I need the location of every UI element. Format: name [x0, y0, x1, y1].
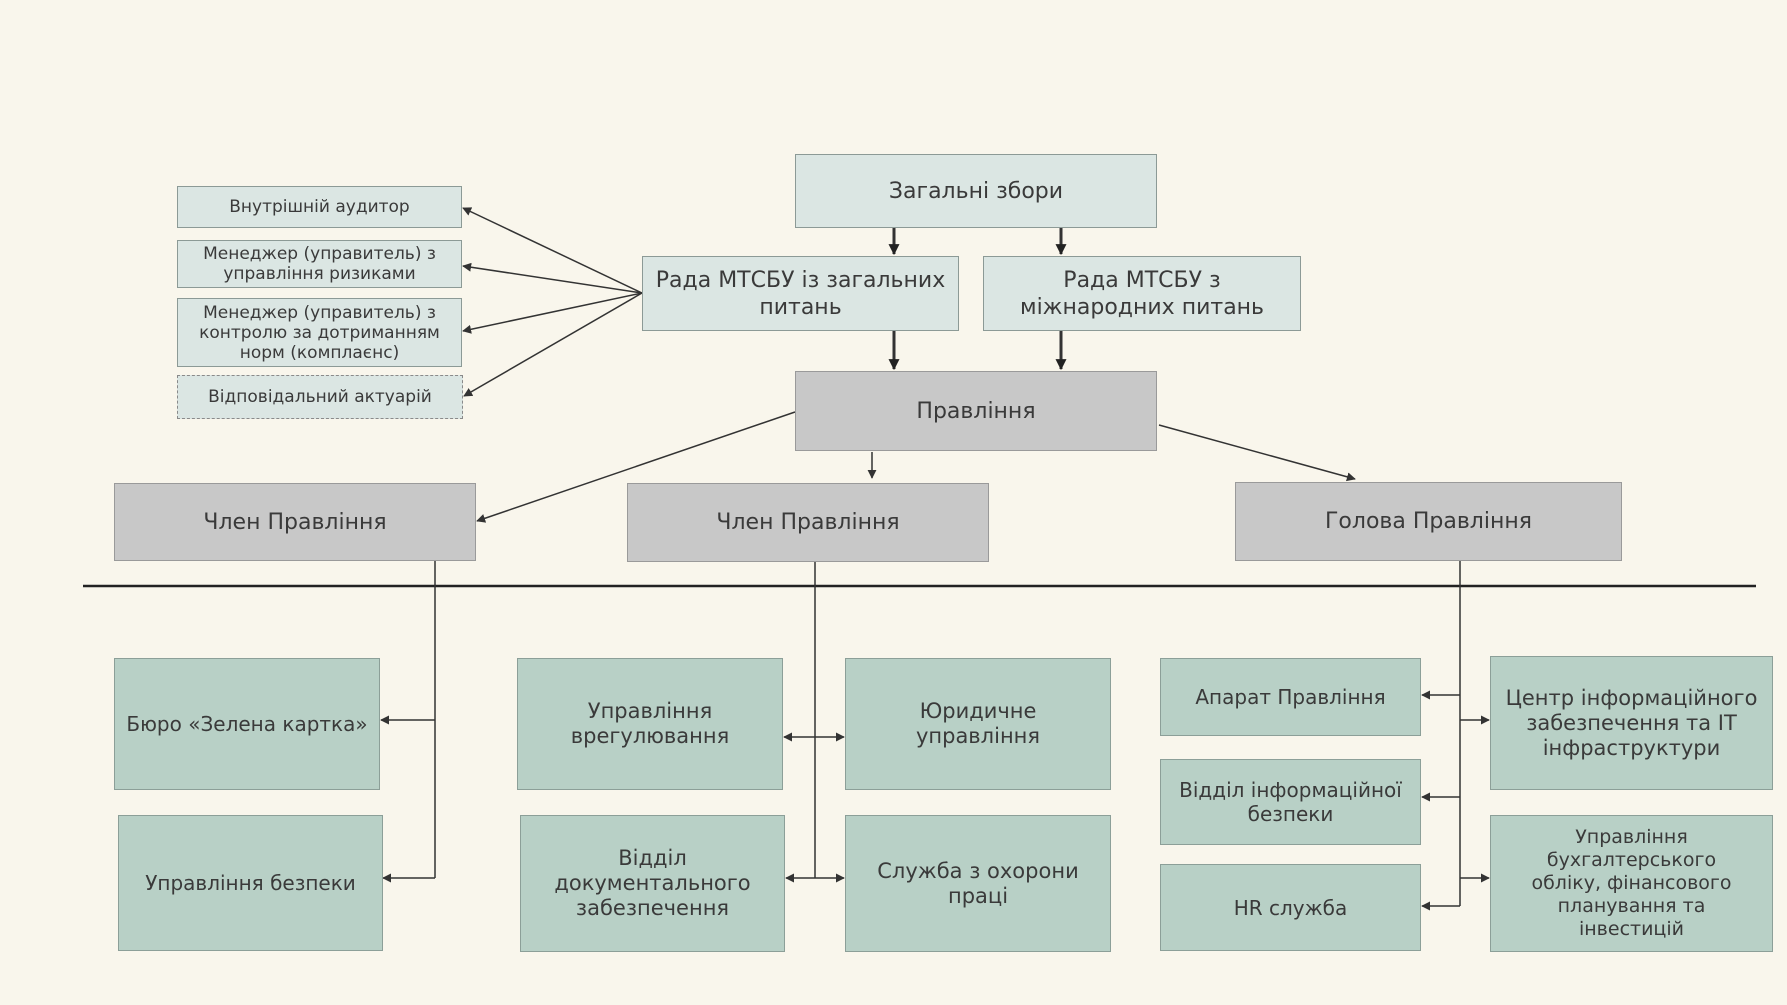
- board-box: Правління: [795, 371, 1157, 451]
- accounting-dept-box: Управління бухгалтерського обліку, фінан…: [1490, 815, 1773, 952]
- hr-service-box: HR служба: [1160, 864, 1421, 951]
- council-international-box: Рада МТСБУ з міжнародних питань: [983, 256, 1301, 331]
- green-card-bureau-box: Бюро «Зелена картка»: [114, 658, 380, 790]
- general-meeting-box: Загальні збори: [795, 154, 1157, 228]
- side-role-compliance-manager: Менеджер (управитель) з контролю за дотр…: [177, 298, 462, 367]
- board-member-center-box: Член Правління: [627, 483, 989, 562]
- documentation-dept-box: Відділ документального забезпечення: [520, 815, 785, 952]
- side-role-actuary: Відповідальний актуарій: [177, 375, 463, 419]
- board-office-box: Апарат Правління: [1160, 658, 1421, 736]
- board-member-left-box: Член Правління: [114, 483, 476, 561]
- side-role-risk-manager: Менеджер (управитель) з управління ризик…: [177, 240, 462, 288]
- legal-dept-box: Юридичне управління: [845, 658, 1111, 790]
- labor-safety-box: Служба з охорони праці: [845, 815, 1111, 952]
- board-chairman-box: Голова Правління: [1235, 482, 1622, 561]
- it-center-box: Центр інформаційного забезпечення та IT …: [1490, 656, 1773, 790]
- security-dept-box: Управління безпеки: [118, 815, 383, 951]
- council-general-box: Рада МТСБУ із загальних питань: [642, 256, 959, 331]
- side-role-internal-auditor: Внутрішній аудитор: [177, 186, 462, 228]
- info-security-dept-box: Відділ інформаційної безпеки: [1160, 759, 1421, 845]
- settlement-dept-box: Управління врегулювання: [517, 658, 783, 790]
